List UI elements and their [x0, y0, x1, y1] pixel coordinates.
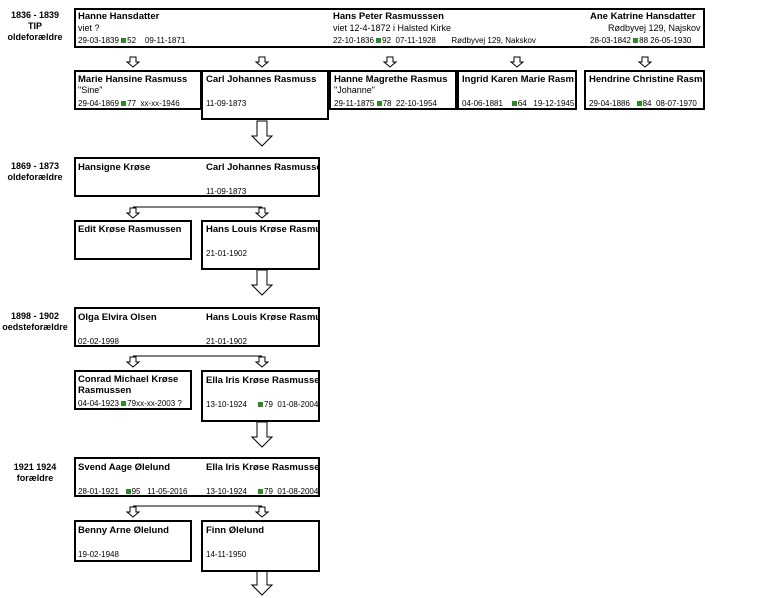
person-dates: 13-10-1924 79 01-08-2004: [206, 400, 319, 409]
person-name: Ane Katrine Hansdatter: [590, 11, 696, 22]
age-flag-icon: [376, 101, 382, 107]
person-name: Hanne Hansdatter: [78, 11, 160, 22]
child-box: Carl Johannes Rasmuss 11-09-1873: [201, 70, 329, 120]
age-flag-icon: [121, 401, 127, 407]
person-note: viet ?: [78, 23, 100, 33]
parents-box-gen3: Olga Elvira Olsen 02-02-1998 Hans Louis …: [74, 307, 320, 347]
child-box: Hanne Magrethe Rasmus "Johanne" 29-11-18…: [329, 70, 457, 110]
child-box: Ella Iris Krøse Rasmussen 13-10-1924 79 …: [201, 370, 320, 422]
age-flag-icon: [376, 38, 382, 44]
person-dates: 28-03-1842 88 26-05-1930: [590, 36, 692, 45]
person-dates: 29-03-1839 52 09-11-1871: [78, 36, 186, 45]
person-name: Hansigne Krøse: [78, 162, 151, 173]
person-born: 11-09-1873: [206, 99, 247, 108]
person-name: Hans Louis Krøse Rasmussen: [206, 312, 318, 323]
age-flag-icon: [121, 101, 127, 107]
person-name: Ella Iris Krøse Rasmussen: [206, 375, 320, 386]
person-dates: 04-04-1923 79xx-xx-2003 ?: [78, 399, 182, 408]
person-name: Hendrine Christine Rasmussen: [589, 74, 703, 85]
person-dates: 29-04-1869 77 xx-xx-1946: [78, 99, 180, 108]
person-name: Marie Hansine Rasmuss: [78, 74, 188, 85]
person-name: Hans Peter Rasmusssen: [333, 11, 444, 22]
person-name: Ingrid Karen Marie Rasm: [462, 74, 574, 85]
person-born: 21-01-1902: [206, 249, 247, 258]
person-name: Carl Johannes Rasmussen: [206, 162, 320, 173]
person-name: Finn Ølelund: [206, 525, 265, 536]
child-box: Benny Arne Ølelund 19-02-1948: [74, 520, 192, 562]
age-flag-icon: [511, 101, 517, 107]
child-box: Conrad Michael Krøse Rasmussen 04-04-192…: [74, 370, 192, 410]
age-flag-icon: [633, 38, 639, 44]
person-name-cont: Rasmussen: [78, 385, 132, 396]
person-name: Conrad Michael Krøse: [78, 374, 179, 385]
person-nickname: "Sine": [78, 85, 103, 95]
age-flag-icon: [121, 38, 127, 44]
child-box: Finn Ølelund 14-11-1950: [201, 520, 320, 572]
age-flag-icon: [125, 489, 131, 495]
age-flag-icon: [258, 489, 264, 495]
parents-box-gen2: Hansigne Krøse Carl Johannes Rasmussen 1…: [74, 157, 320, 197]
child-box: Hans Louis Krøse Rasmussen 21-01-1902: [201, 220, 320, 270]
child-box: Marie Hansine Rasmuss "Sine" 29-04-1869 …: [74, 70, 202, 110]
person-dates: 29-04-1886 84 08-07-1970: [589, 99, 697, 108]
person-address: Rødbyvej 129, Najskov: [608, 23, 701, 33]
person-dates: 29-11-1875 78 22-10-1954: [334, 99, 437, 108]
child-box: Ingrid Karen Marie Rasm 04-06-1881 64 19…: [457, 70, 577, 110]
age-flag-icon: [636, 101, 642, 107]
person-nickname: "Johanne": [334, 85, 375, 95]
person-name: Hanne Magrethe Rasmus: [334, 74, 448, 85]
person-dates: 28-01-1921 95 11-05-2016: [78, 487, 188, 496]
person-name: Carl Johannes Rasmuss: [206, 74, 317, 85]
person-name: Olga Elvira Olsen: [78, 312, 157, 323]
child-box: Hendrine Christine Rasmussen 29-04-1886 …: [584, 70, 705, 110]
person-dates: 04-06-1881 64 19-12-1945: [462, 99, 575, 108]
person-born: 21-01-1902: [206, 337, 247, 346]
parents-box-gen1: [74, 8, 705, 48]
child-box: Edit Krøse Rasmussen: [74, 220, 192, 260]
person-name: Benny Arne Ølelund: [78, 525, 169, 536]
person-born: 11-09-1873: [206, 187, 247, 196]
person-dates: 22-10-1836 92 07-11-1928 Rødbyvej 129, N…: [333, 36, 536, 45]
age-flag-icon: [258, 402, 264, 408]
person-dates: 13-10-1924 79 01-08-2004: [206, 487, 319, 496]
person-note: viet 12-4-1872 i Halsted Kirke: [333, 23, 452, 33]
person-name: Ella Iris Krøse Rasmussen: [206, 462, 320, 473]
person-name: Edit Krøse Rasmussen: [78, 224, 182, 235]
person-born: 02-02-1998: [78, 337, 119, 346]
person-born: 14-11-1950: [206, 550, 247, 559]
parents-box-gen4: Svend Aage Ølelund 28-01-1921 95 11-05-2…: [74, 457, 320, 497]
person-born: 19-02-1948: [78, 550, 119, 559]
person-name: Svend Aage Ølelund: [78, 462, 171, 473]
person-name: Hans Louis Krøse Rasmussen: [206, 224, 318, 235]
